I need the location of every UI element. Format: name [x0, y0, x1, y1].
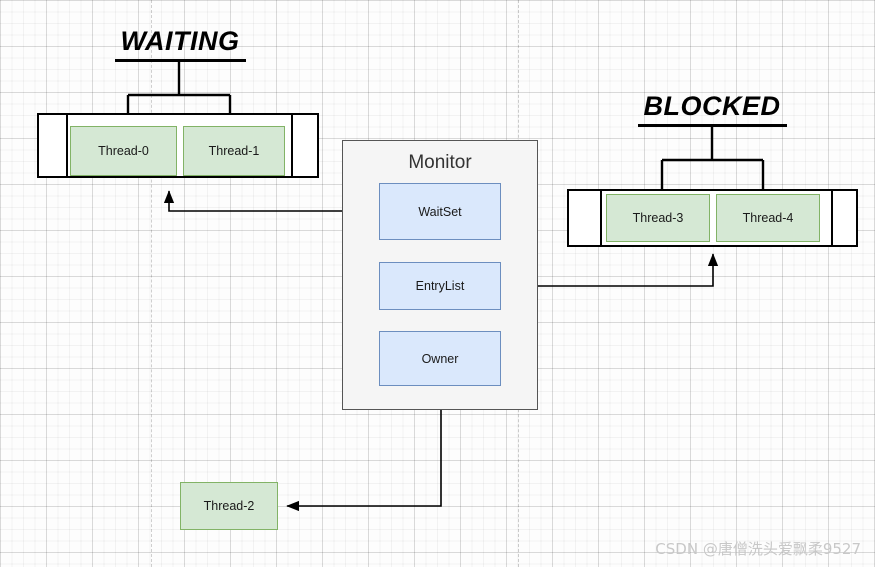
monitor-slot-label: Owner	[421, 351, 459, 366]
thread-box-thread-3[interactable]: Thread-3	[606, 194, 710, 242]
waiting-pool-divider-left	[66, 115, 68, 176]
waiting-state-label: WAITING	[114, 26, 246, 62]
thread-box-label: Thread-2	[203, 499, 255, 513]
arrow-entrylist-to-blocked-pool	[501, 253, 719, 287]
arrow-owner-to-thread2	[286, 385, 442, 512]
blocked-bracket	[660, 127, 765, 197]
thread-box-label: Thread-1	[208, 144, 260, 158]
thread-box-label: Thread-0	[98, 144, 149, 158]
page-boundary-line-left	[151, 0, 153, 567]
waiting-pool-divider-right	[291, 115, 293, 176]
blocked-pool-divider-left	[600, 191, 602, 245]
monitor-slot-waitset[interactable]: WaitSet	[379, 183, 501, 240]
blocked-state-label: BLOCKED	[637, 91, 787, 127]
thread-box-thread-1[interactable]: Thread-1	[183, 126, 285, 176]
thread-box-label: Thread-4	[742, 211, 794, 225]
monitor-title: Monitor	[408, 152, 472, 173]
blocked-pool-divider-right	[831, 191, 833, 245]
thread-box-label: Thread-3	[632, 211, 684, 225]
waiting-state-title: WAITING	[104, 26, 256, 62]
monitor-slot-entrylist[interactable]: EntryList	[379, 262, 501, 310]
thread-box-thread-2[interactable]: Thread-2	[180, 482, 278, 530]
arrow-waitset-to-waiting-pool	[163, 190, 379, 212]
thread-box-thread-4[interactable]: Thread-4	[716, 194, 820, 242]
monitor-slot-label: WaitSet	[418, 204, 462, 219]
watermark-text: CSDN @唐僧洗头爱飘柔9527	[655, 540, 861, 558]
thread-box-thread-0[interactable]: Thread-0	[70, 126, 177, 176]
monitor-slot-label: EntryList	[415, 279, 465, 293]
monitor-slot-owner[interactable]: Owner	[379, 331, 501, 386]
blocked-state-title: BLOCKED	[636, 91, 788, 127]
